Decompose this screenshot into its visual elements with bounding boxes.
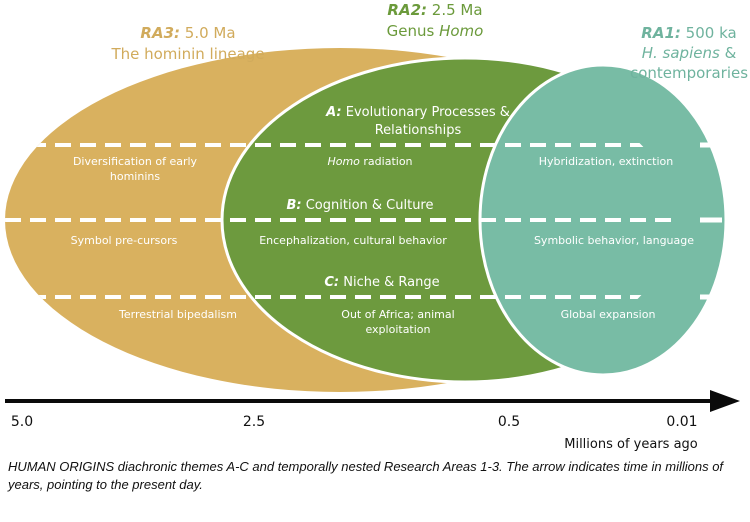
axis-tick-label: 2.5 bbox=[243, 414, 265, 430]
ra2-theme-c-cell: Out of Africa; animal bbox=[341, 308, 454, 321]
ra3-title: RA3: 5.0 Ma bbox=[140, 24, 235, 42]
theme-c-heading: C: Niche & Range bbox=[324, 275, 439, 290]
axis-unit-label: Millions of years ago bbox=[564, 437, 698, 452]
ra2-title: RA2: 2.5 Ma bbox=[387, 1, 482, 19]
ra2-theme-a-cell: Homo radiation bbox=[327, 155, 412, 168]
ra3-subtitle: The hominin lineage bbox=[110, 45, 264, 63]
figure-caption: HUMAN ORIGINS diachronic themes A-C and … bbox=[8, 459, 724, 492]
ra2-theme-c-cell-line2: exploitation bbox=[365, 323, 430, 336]
ra3-theme-c-cell: Terrestrial bipedalism bbox=[118, 308, 237, 321]
theme-a-heading-line2: Relationships bbox=[375, 123, 462, 138]
ra1-theme-a-cell: Hybridization, extinction bbox=[539, 155, 674, 168]
time-arrow-head bbox=[710, 390, 740, 412]
ra1-subtitle-line1: H. sapiens & bbox=[642, 44, 737, 62]
theme-b-heading: B: Cognition & Culture bbox=[286, 198, 433, 213]
ra3-theme-a-cell: Diversification of early bbox=[73, 155, 198, 168]
ra1-theme-b-cell: Symbolic behavior, language bbox=[534, 234, 694, 247]
ra1-title: RA1: 500 ka bbox=[641, 24, 736, 42]
ra2-subtitle: Genus Homo bbox=[387, 22, 484, 40]
ra1-subtitle-line2: contemporaries bbox=[630, 64, 748, 82]
ra3-theme-b-cell: Symbol pre-cursors bbox=[71, 234, 178, 247]
axis-tick-label: 0.01 bbox=[666, 414, 697, 430]
ra3-theme-a-cell-line2: hominins bbox=[110, 170, 160, 183]
ra1-theme-c-cell: Global expansion bbox=[561, 308, 656, 321]
axis-tick-label: 0.5 bbox=[498, 414, 520, 430]
ra2-theme-b-cell: Encephalization, cultural behavior bbox=[259, 234, 447, 247]
axis-tick-label: 5.0 bbox=[11, 414, 33, 430]
theme-a-heading: A: Evolutionary Processes & bbox=[325, 105, 510, 120]
